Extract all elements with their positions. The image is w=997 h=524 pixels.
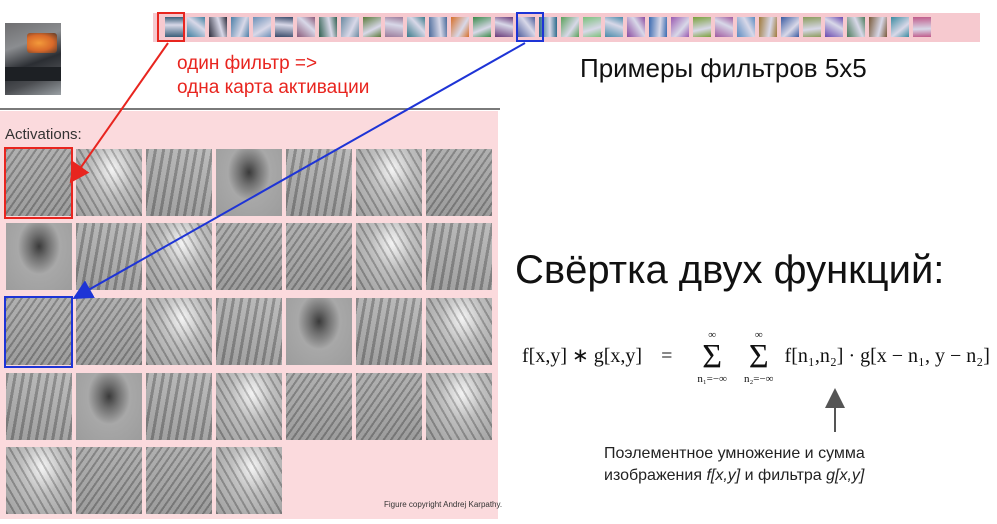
- activation-map: [286, 223, 352, 290]
- filter-swatch: [407, 17, 425, 37]
- activation-map: [426, 298, 492, 365]
- filter-swatch: [341, 17, 359, 37]
- filter-swatch: [297, 17, 315, 37]
- activation-map: [146, 373, 212, 440]
- red-annotation: один фильтр => одна карта активации: [177, 52, 369, 100]
- sum-n1-lower: n₁=−∞: [697, 373, 727, 385]
- activation-map: [356, 223, 422, 290]
- activation-map: [356, 149, 422, 216]
- filter-swatch: [891, 17, 909, 37]
- filter-swatch: [429, 17, 447, 37]
- activation-map: [6, 447, 72, 514]
- explanation-g: g[x,y]: [826, 467, 865, 484]
- activation-map: [76, 373, 142, 440]
- activation-map: [146, 149, 212, 216]
- copyright-note: Figure copyright Andrej Karpathy.: [384, 500, 503, 509]
- filter-swatch: [363, 17, 381, 37]
- filter-swatch: [253, 17, 271, 37]
- filter-swatch: [517, 17, 535, 37]
- filter-swatch: [759, 17, 777, 37]
- activation-map: [76, 298, 142, 365]
- car-bumper: [5, 67, 61, 81]
- filter-swatch: [803, 17, 821, 37]
- filter-swatch: [693, 17, 711, 37]
- filter-swatch: [737, 17, 755, 37]
- explanation-line-2: изображения f[x,y] и фильтра g[x,y]: [604, 465, 865, 487]
- activation-map: [426, 223, 492, 290]
- filter-swatch: [869, 17, 887, 37]
- sigma-icon: Σ: [748, 338, 769, 375]
- filter-swatch: [209, 17, 227, 37]
- activation-map: [216, 149, 282, 216]
- filter-swatch: [473, 17, 491, 37]
- activation-map: [356, 298, 422, 365]
- filter-swatch: [781, 17, 799, 37]
- blue-filter-highlight: [516, 12, 544, 42]
- filter-swatch: [627, 17, 645, 37]
- activation-map: [146, 223, 212, 290]
- activation-map: [76, 447, 142, 514]
- red-arrow: [69, 42, 169, 184]
- formula-rhs: f[n₁,n₂] · g[x − n₁, y − n₂]: [784, 345, 990, 368]
- activation-map: [216, 223, 282, 290]
- red-annotation-line-1: один фильтр =>: [177, 53, 318, 74]
- activation-map: [6, 223, 72, 290]
- activation-map: [146, 298, 212, 365]
- sigma-icon: Σ: [702, 338, 723, 375]
- red-annotation-line-2: одна карта активации: [177, 77, 370, 98]
- activation-map: [6, 298, 72, 365]
- sum-n1-upper: ∞: [708, 329, 717, 341]
- panel-divider: [0, 108, 500, 110]
- filter-swatch: [275, 17, 293, 37]
- blue-arrow: [72, 42, 526, 299]
- activation-map: [146, 447, 212, 514]
- formula-lhs: f[x,y] ∗ g[x,y]: [522, 345, 643, 368]
- filter-swatch: [231, 17, 249, 37]
- convolution-formula: f[x,y] ∗ g[x,y] = ∞ Σ n₁=−∞ ∞ Σ n₂=−∞ f[…: [522, 329, 990, 386]
- filters-title: Примеры фильтров 5x5: [580, 53, 867, 83]
- sum-n1: ∞ Σ n₁=−∞: [697, 329, 727, 386]
- filter-swatch: [913, 17, 931, 37]
- sum-n2-upper: ∞: [754, 329, 763, 341]
- activation-map: [6, 149, 72, 216]
- activation-map: [286, 298, 352, 365]
- formula-equals: =: [661, 345, 673, 368]
- explanation-text-a: изображения: [604, 467, 707, 484]
- filter-swatch: [583, 17, 601, 37]
- activation-map: [216, 373, 282, 440]
- activation-map: [286, 373, 352, 440]
- filter-swatch: [825, 17, 843, 37]
- car-tail-lamp: [27, 33, 57, 53]
- red-filter-highlight: [157, 12, 185, 42]
- sum-n2-lower: n₂=−∞: [743, 373, 774, 385]
- blue-activation-highlight: [4, 296, 73, 368]
- activations-label: Activations:: [5, 126, 82, 143]
- activation-map: [6, 373, 72, 440]
- activation-map: [426, 373, 492, 440]
- input-car-image: [5, 23, 61, 95]
- filter-swatch: [605, 17, 623, 37]
- convolution-title: Свёртка двух функций:: [515, 248, 945, 292]
- filter-swatch: [649, 17, 667, 37]
- activation-map: [356, 373, 422, 440]
- explanation-f: f[x,y]: [706, 467, 741, 484]
- activation-map: [216, 447, 282, 514]
- filter-swatch: [451, 17, 469, 37]
- activation-map: [216, 298, 282, 365]
- filter-swatch: [561, 17, 579, 37]
- filter-swatch: [847, 17, 865, 37]
- activation-map: [426, 149, 492, 216]
- explanation-text-b: и фильтра: [740, 467, 827, 484]
- filter-swatch: [319, 17, 337, 37]
- formula-explanation: Поэлементное умножение и сумма изображен…: [604, 443, 865, 487]
- filter-swatch: [385, 17, 403, 37]
- filter-swatch: [671, 17, 689, 37]
- explanation-line-1: Поэлементное умножение и сумма: [604, 445, 865, 462]
- filter-swatch: [495, 17, 513, 37]
- filter-swatch: [715, 17, 733, 37]
- filter-swatch: [165, 17, 183, 37]
- sum-n2: ∞ Σ n₂=−∞: [743, 329, 774, 386]
- filter-swatch: [187, 17, 205, 37]
